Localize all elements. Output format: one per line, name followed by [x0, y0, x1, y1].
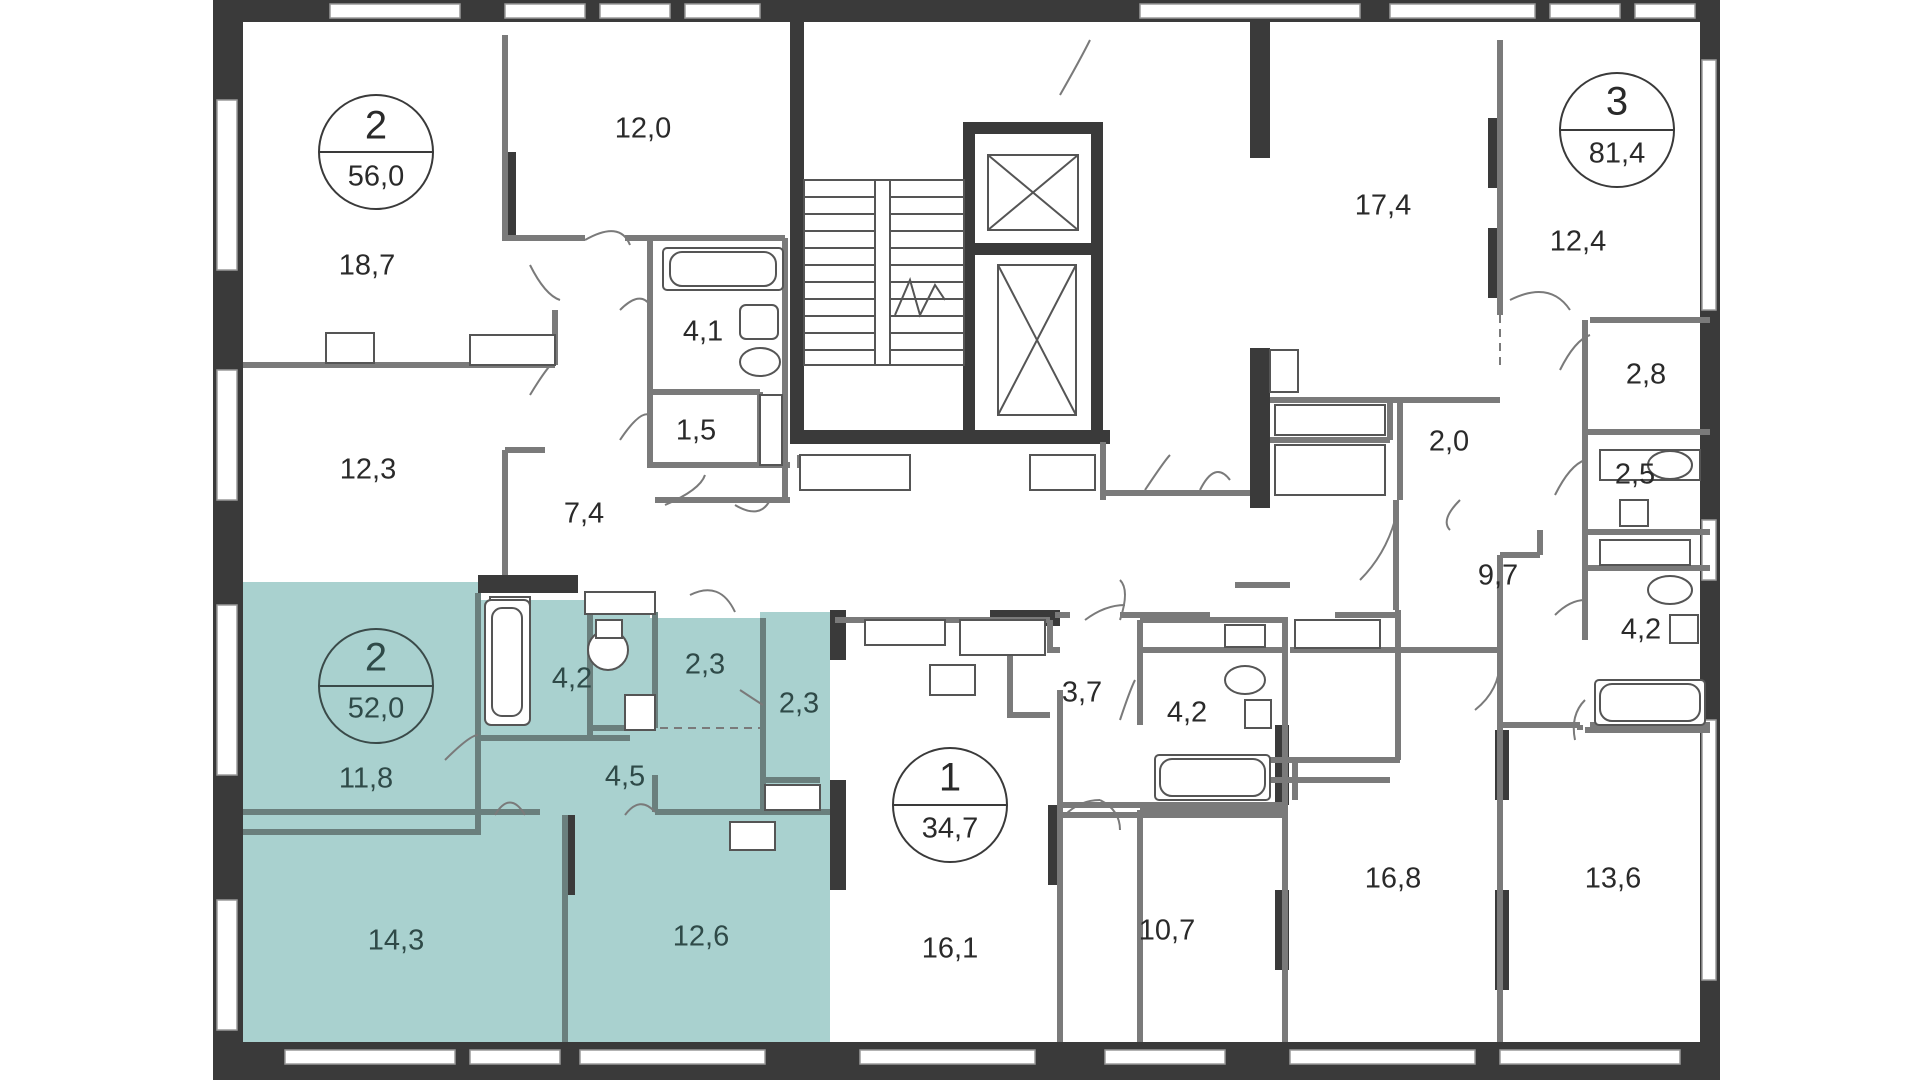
apartment-badge-apt-a: 2 56,0 [318, 94, 434, 210]
room-area-label: 2,3 [779, 688, 819, 720]
room-area-label: 18,7 [339, 250, 395, 282]
room-area-label: 2,8 [1626, 359, 1666, 391]
apartment-rooms-count: 3 [1606, 80, 1628, 124]
room-area-label: 1,5 [676, 415, 716, 447]
room-area-label: 11,8 [339, 763, 393, 795]
apartment-rooms-count: 2 [365, 636, 387, 680]
windows [216, 3, 1717, 1065]
room-area-label: 10,7 [1139, 915, 1195, 947]
room-area-label: 4,2 [552, 663, 592, 695]
apartment-area: 81,4 [1589, 138, 1645, 170]
apartment-rooms-count: 2 [365, 104, 387, 148]
apartment-badge-apt-d: 1 34,7 [892, 747, 1008, 863]
room-area-label: 17,4 [1355, 190, 1411, 222]
room-area-label: 4,2 [1621, 614, 1661, 646]
room-area-label: 4,2 [1167, 697, 1207, 729]
apartment-area: 56,0 [348, 161, 404, 193]
apartment-badge-apt-b: 3 81,4 [1559, 72, 1675, 188]
apartment-area: 52,0 [348, 693, 404, 725]
elevators [987, 154, 1079, 416]
room-area-label: 3,7 [1062, 677, 1102, 709]
room-area-label: 4,5 [605, 761, 645, 793]
room-area-label: 4,1 [683, 316, 723, 348]
room-area-label: 12,4 [1550, 226, 1606, 258]
room-area-label: 12,3 [340, 454, 396, 486]
room-area-label: 2,3 [685, 649, 725, 681]
dashed-boundaries [660, 315, 1501, 810]
room-area-label: 16,1 [922, 933, 978, 965]
staircase [803, 179, 965, 366]
fixtures [325, 247, 1706, 851]
door-swings [444, 39, 1591, 831]
room-area-label: 12,0 [615, 113, 671, 145]
apartment-badge-apt-c: 2 52,0 [318, 628, 434, 744]
room-area-label: 13,6 [1585, 863, 1641, 895]
room-area-label: 16,8 [1365, 863, 1421, 895]
room-area-label: 12,6 [673, 921, 729, 953]
apartment-rooms-count: 1 [939, 756, 961, 800]
room-area-label: 2,5 [1615, 459, 1655, 491]
apartment-area: 34,7 [922, 813, 978, 845]
room-area-label: 9,7 [1478, 560, 1518, 592]
room-area-label: 2,0 [1429, 426, 1469, 458]
room-area-label: 7,4 [564, 498, 604, 530]
room-area-label: 14,3 [368, 925, 424, 957]
highlighted-apartment-partitions [243, 593, 830, 1042]
room-labels: 18,7 12,0 4,1 1,5 12,3 7,4 17,4 12,4 2,8… [339, 113, 1666, 965]
